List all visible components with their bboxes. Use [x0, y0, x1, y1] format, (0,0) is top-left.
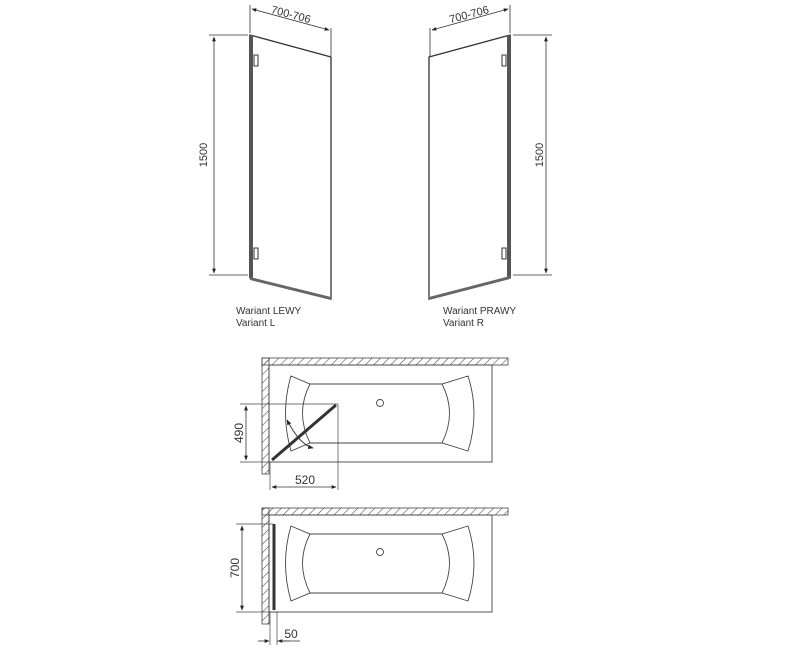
- wall-profile-right: [507, 35, 511, 278]
- plan-view-closed: [236, 507, 509, 645]
- wall-side: [261, 357, 270, 475]
- width-label-right: 700-706: [448, 4, 490, 26]
- elevation-left: [209, 5, 332, 300]
- width-label: 520: [295, 473, 315, 487]
- closed-height-label: 700: [228, 558, 242, 578]
- hinge-icon: [253, 247, 259, 260]
- bathtub-basin: [285, 525, 475, 602]
- bottom-seal-left: [250, 277, 331, 300]
- height-label-right: 1500: [534, 143, 546, 167]
- height-label-left: 1500: [198, 143, 210, 167]
- caption-left-line1: Wariant LEWY: [236, 306, 302, 317]
- hinge-icon: [501, 54, 507, 67]
- caption-left-line2: Variant L: [236, 318, 276, 329]
- glass-panel-open: [271, 403, 337, 462]
- caption-right-line1: Wariant PRAWY: [443, 306, 517, 317]
- width-label-left: 700-706: [270, 4, 312, 26]
- drain-icon: [376, 399, 384, 407]
- glass-panel-left: [249, 34, 332, 300]
- caption-right: Wariant PRAWY Variant R: [443, 306, 516, 330]
- wall-back: [261, 507, 509, 516]
- bathtub-outline: [268, 514, 493, 613]
- drain-icon: [376, 548, 384, 556]
- caption-right-line2: Variant R: [443, 318, 484, 329]
- wall-back: [261, 357, 509, 366]
- depth-label: 490: [232, 423, 246, 443]
- elevation-right: [428, 5, 552, 300]
- hinge-icon: [501, 247, 507, 260]
- wall-side: [261, 507, 270, 625]
- offset-label: 50: [284, 627, 298, 641]
- plan-view-open: [240, 357, 509, 490]
- glass-panel-right: [428, 34, 511, 300]
- caption-left: Wariant LEWY Variant L: [236, 306, 301, 330]
- swing-arrow-icon: [286, 419, 314, 450]
- bathtub-basin: [285, 375, 475, 452]
- bathtub-outline: [268, 364, 493, 463]
- width-dimension-left: [251, 8, 330, 31]
- wall-profile-left: [249, 35, 253, 278]
- bottom-seal-right: [429, 276, 510, 300]
- width-dimension-right: [431, 8, 509, 31]
- hinge-icon: [253, 54, 259, 67]
